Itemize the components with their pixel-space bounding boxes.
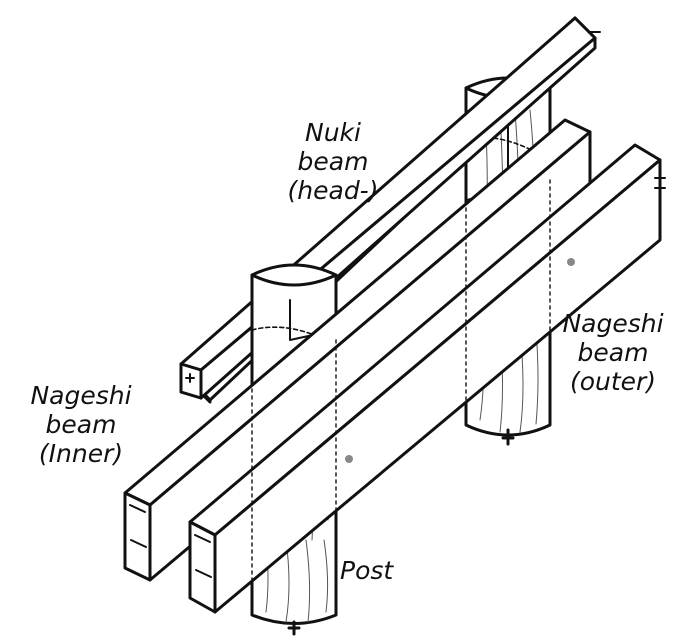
label-inner-line-2: beam: [45, 410, 117, 439]
label-inner-line-3: (Inner): [38, 439, 124, 468]
label-inner-line-1: Nageshi: [30, 381, 132, 410]
label-nageshi-outer: Nageshi beam (outer): [540, 309, 686, 396]
label-outer-line-2: beam: [577, 338, 649, 367]
label-outer-line-3: (outer): [569, 367, 657, 396]
label-nuki-beam: Nuki beam (head-): [258, 118, 408, 205]
label-nuki-line-3: (head-): [287, 176, 379, 205]
label-nageshi-inner: Nageshi beam (Inner): [6, 381, 156, 468]
nageshi-beam-outer: [188, 143, 666, 614]
label-nuki-line-1: Nuki: [305, 118, 361, 147]
label-post: Post: [340, 556, 420, 585]
label-post-text: Post: [340, 556, 394, 585]
label-nuki-line-2: beam: [297, 147, 369, 176]
label-outer-line-1: Nageshi: [562, 309, 664, 338]
